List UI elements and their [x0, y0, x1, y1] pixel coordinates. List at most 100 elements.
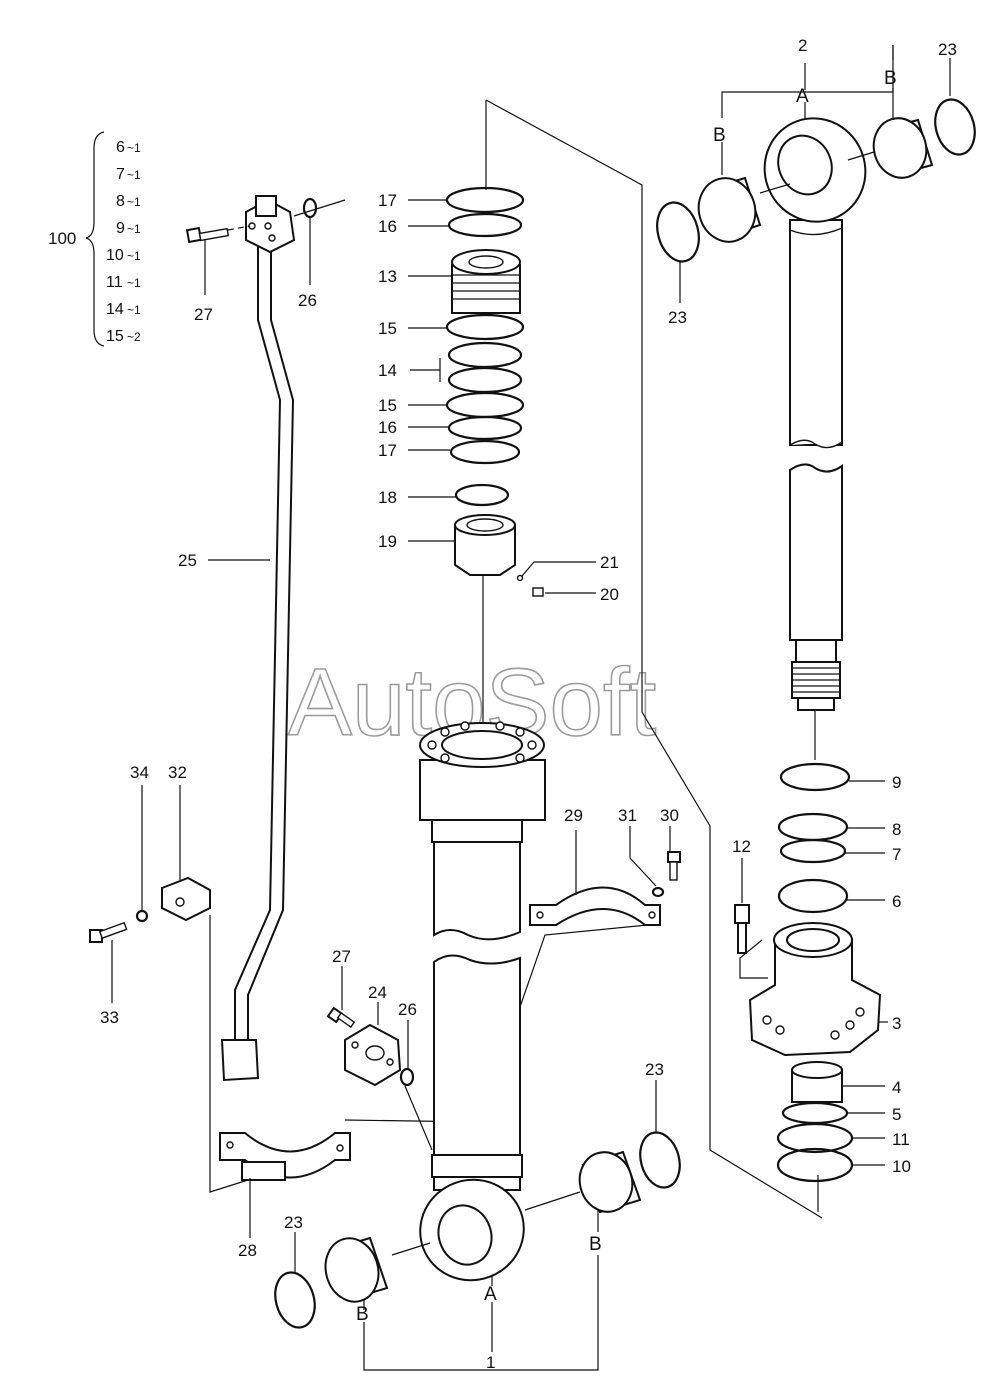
label-13: 13 [378, 267, 397, 286]
label-19: 19 [378, 532, 397, 551]
cylinder-tube [419, 721, 546, 1282]
ring-7 [779, 838, 847, 864]
label-34: 34 [130, 763, 149, 782]
label-27-top: 27 [194, 305, 213, 324]
label-23-bottom: 23 [284, 1213, 303, 1232]
callout-labels: 2 A B B 23 23 17 16 13 15 14 15 16 17 18… [100, 36, 957, 1372]
ring-10 [776, 1147, 854, 1183]
cylinder-head [748, 922, 882, 1057]
label-15-bottom: 15 [378, 396, 397, 415]
label-b-top-right: B [884, 68, 897, 89]
svg-text:15: 15 [106, 328, 124, 345]
top-bushing-left [697, 176, 791, 243]
flange-24 [344, 1023, 402, 1087]
svg-text:~1: ~1 [127, 168, 141, 182]
label-29: 29 [564, 806, 583, 825]
top-bushing-right [847, 117, 934, 179]
ball-21 [516, 574, 524, 582]
ring-14b [447, 366, 523, 394]
label-a-bottom: A [484, 1284, 497, 1305]
label-24: 24 [368, 983, 387, 1002]
svg-text:10: 10 [106, 247, 124, 264]
kit-item: 15 ~2 [106, 328, 141, 345]
label-20: 20 [600, 585, 619, 604]
seal-9 [779, 762, 851, 792]
svg-text:7: 7 [116, 166, 125, 183]
svg-text:~1: ~1 [127, 249, 141, 263]
label-b-bottom-left: B [356, 1304, 369, 1325]
label-31: 31 [618, 806, 637, 825]
svg-text:11: 11 [106, 274, 123, 291]
svg-text:~1: ~1 [127, 276, 141, 290]
bolt-12 [734, 904, 750, 954]
svg-text:~2: ~2 [127, 330, 141, 344]
bottom-seal-left [274, 1271, 316, 1329]
svg-text:~1: ~1 [127, 222, 141, 236]
seal-6 [777, 878, 849, 914]
label-23-top-left: 23 [668, 308, 687, 327]
top-seal-left [656, 201, 700, 263]
label-16-top: 16 [378, 217, 397, 236]
ring-16-top [447, 212, 523, 238]
piston-13 [451, 249, 521, 314]
label-18: 18 [378, 488, 397, 507]
label-b-bottom-right: B [589, 1234, 602, 1255]
piston-rod [763, 117, 867, 711]
label-6: 6 [892, 892, 901, 911]
label-30: 30 [660, 806, 679, 825]
kit-item: 7 ~1 [116, 166, 141, 183]
nut-19 [454, 514, 516, 576]
label-32: 32 [168, 763, 187, 782]
label-10: 10 [892, 1157, 911, 1176]
repair-kit-legend: 100 6 ~1 7 ~1 8 ~1 9 ~1 10 ~1 11 ~1 14 ~… [48, 131, 141, 347]
label-23-middle: 23 [645, 1060, 664, 1079]
svg-text:~1: ~1 [127, 195, 141, 209]
ring-14a [447, 341, 523, 369]
bottom-seal-right [639, 1131, 681, 1189]
label-16-bottom: 16 [378, 418, 397, 437]
svg-text:~1: ~1 [127, 141, 141, 155]
svg-text:6: 6 [116, 139, 125, 156]
ring-17-top [445, 186, 525, 214]
label-33: 33 [100, 1008, 119, 1027]
bracket-32 [161, 876, 211, 922]
kit-item: 9 ~1 [116, 220, 141, 237]
o-ring-26-top [293, 197, 346, 219]
label-26-bottom: 26 [398, 1000, 417, 1019]
bolt-27-bottom [326, 1006, 356, 1029]
seal-8 [777, 812, 849, 842]
ring-11 [776, 1122, 854, 1154]
washer-34 [135, 909, 149, 923]
screw-20 [532, 587, 544, 597]
bolt-33 [89, 921, 128, 943]
label-28: 28 [238, 1241, 257, 1260]
bottom-bushing-right [524, 1150, 642, 1214]
label-14: 14 [378, 361, 397, 380]
o-ring-26-bottom [399, 1067, 433, 1151]
bolt-27-top [185, 225, 251, 244]
label-12: 12 [732, 837, 751, 856]
label-9: 9 [892, 773, 901, 792]
label-26-top: 26 [298, 291, 317, 310]
label-17-bottom: 17 [378, 441, 397, 460]
clamp-28 [219, 1132, 351, 1181]
label-27-bottom: 27 [332, 947, 351, 966]
washer-31 [651, 886, 665, 898]
ring-5 [781, 1101, 849, 1125]
label-8: 8 [892, 820, 901, 839]
bottom-bushing-left [324, 1236, 431, 1303]
svg-text:~1: ~1 [127, 303, 141, 317]
ring-17-bot [449, 439, 521, 465]
bushing-4 [791, 1061, 843, 1103]
ring-15-top [445, 313, 525, 341]
label-5: 5 [892, 1105, 901, 1124]
label-1: 1 [486, 1353, 495, 1372]
bolt-30 [667, 851, 681, 881]
svg-text:9: 9 [116, 220, 125, 237]
kit-number: 100 [48, 229, 76, 248]
label-2: 2 [798, 36, 807, 55]
label-23-top-right: 23 [938, 40, 957, 59]
clamp-29 [529, 886, 661, 926]
top-seal-right [934, 98, 976, 156]
